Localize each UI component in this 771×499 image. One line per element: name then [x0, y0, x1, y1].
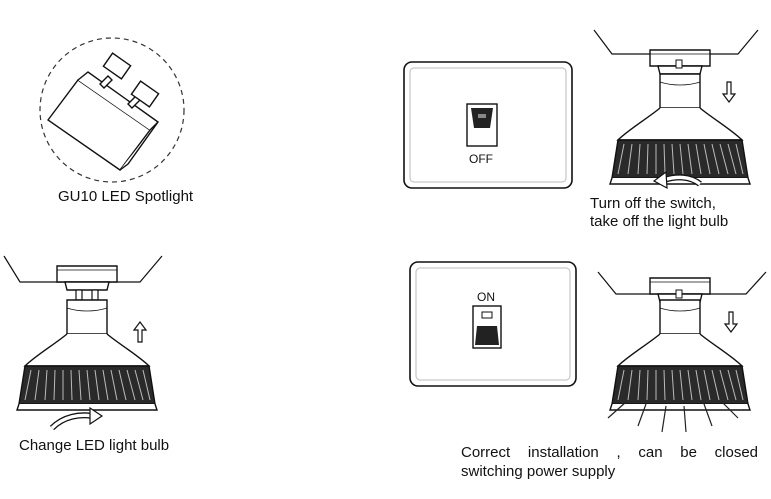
- caption-word: can: [638, 444, 663, 461]
- light-rays-icon: [607, 401, 739, 433]
- dashed-circle: [39, 37, 185, 183]
- change-bulb-panel: [3, 255, 163, 431]
- caption-word: closed: [714, 444, 758, 461]
- rotate-arrow-icon: [49, 406, 104, 431]
- gu10-closeup: [39, 37, 185, 183]
- rotate-arrow-icon: [652, 170, 702, 190]
- switch-off-caption-line2: take off the light bulb: [590, 213, 729, 230]
- caption-word: be: [680, 444, 697, 461]
- caption-word: ,: [616, 444, 621, 461]
- switch-on-panel: ON: [409, 261, 767, 433]
- switch-off-label: OFF: [469, 152, 493, 166]
- caption-word: Correct: [461, 444, 511, 461]
- change-bulb-caption: Change LED light bulb: [19, 437, 170, 454]
- switch-on-label: ON: [477, 290, 495, 304]
- arrow-down-icon: [724, 311, 738, 333]
- caption-word: installation: [527, 444, 599, 461]
- switch-off-panel: OFF: [403, 29, 759, 190]
- wall-switch-icon: OFF: [403, 61, 573, 189]
- switch-off-caption-line1: Turn off the switch,: [590, 195, 716, 212]
- gu10-pins-icon: [47, 52, 160, 171]
- lamp-holder-icon: [56, 265, 118, 291]
- wall-switch-icon: ON: [409, 261, 577, 387]
- arrow-up-icon: [133, 321, 147, 343]
- switch-on-caption-line1: Correct installation , can be closed: [461, 444, 758, 462]
- led-bulb-icon: [16, 299, 158, 411]
- spotlight-caption: GU10 LED Spotlight: [58, 188, 194, 205]
- switch-on-caption-line2: switching power supply: [461, 463, 616, 480]
- arrow-down-icon: [722, 81, 736, 103]
